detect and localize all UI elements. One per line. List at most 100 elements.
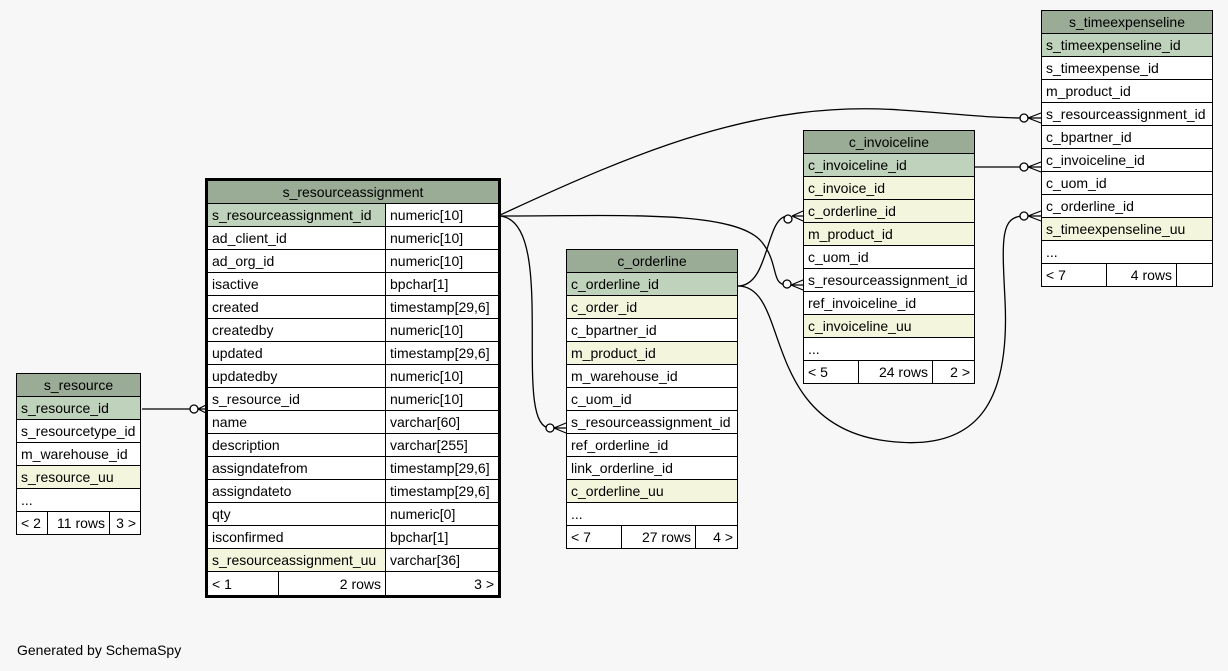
column-type: numeric[0] [385,502,499,526]
column: ref_orderline_id [566,433,738,457]
table-title[interactable]: s_timeexpenseline [1041,10,1213,34]
column: assigndatefrom [207,456,386,480]
rel-assignment-timeexpense [497,108,1025,217]
column: s_resourceassignment_id [803,268,975,292]
column: c_uom_id [566,387,738,411]
column-indexed: c_orderline_id [803,199,975,223]
column-type: numeric[10] [385,249,499,273]
column-type: timestamp[29,6] [385,341,499,365]
column-indexed: m_product_id [803,222,975,246]
table-title[interactable]: c_invoiceline [803,130,975,154]
children-link[interactable]: 2 > [932,360,975,384]
rel-end-circle [783,214,793,224]
rel-end-circle [189,404,199,414]
column-type: numeric[10] [385,203,499,227]
column: description [207,433,386,457]
parents-link[interactable]: < 7 [566,525,622,549]
generated-by-text: Generated by SchemaSpy [17,642,182,658]
column: s_resourceassignment_id [1041,102,1213,126]
column-pk: s_timeexpenseline_id [1041,33,1213,57]
column: updated [207,341,386,365]
column-indexed: c_orderline_uu [566,479,738,503]
row-count: 24 rows [858,360,933,384]
column-indexed: s_resource_uu [16,465,141,489]
column: created [207,295,386,319]
parents-link[interactable]: < 2 [16,511,48,535]
children-link[interactable]: 3 > [385,571,499,596]
rel-assignment-invoiceline [497,214,788,286]
table-s-resource[interactable]: s_resource s_resource_id s_resourcetype_… [16,373,141,535]
column-more: ... [803,337,975,361]
column: s_timeexpense_id [1041,56,1213,80]
children-link[interactable] [1176,263,1213,287]
rel-end-circle [1019,162,1029,172]
rel-orderline-timeexpense [737,215,1025,444]
column-type: numeric[10] [385,318,499,342]
column-pk: c_orderline_id [566,272,738,296]
column-more: ... [566,502,738,526]
row-count: 4 rows [1106,263,1177,287]
column: ad_client_id [207,226,386,250]
row-count: 2 rows [339,575,381,592]
crowfoot [197,403,209,415]
table-title[interactable]: c_orderline [566,249,738,273]
column: c_uom_id [1041,171,1213,195]
column-pk: c_invoiceline_id [803,153,975,177]
column: createdby [207,318,386,342]
column: isactive [207,272,386,296]
column: qty [207,502,386,526]
column-indexed: c_order_id [566,295,738,319]
table-c-orderline[interactable]: c_orderline c_orderline_id c_order_id c_… [566,249,738,549]
column-type: numeric[10] [385,226,499,250]
column-pk: s_resourceassignment_id [207,203,386,227]
row-count: 11 rows [47,511,110,535]
rel-end-circle [1019,113,1029,123]
column-type: bpchar[1] [385,272,499,296]
column-type: numeric[10] [385,387,499,411]
column: m_warehouse_id [16,442,141,466]
column: name [207,410,386,434]
rel-end-circle [545,423,555,433]
column: m_warehouse_id [566,364,738,388]
table-title[interactable]: s_resource [16,373,141,397]
column: s_resourceassignment_id [566,410,738,434]
parents-link[interactable]: < 5 [803,360,859,384]
column-type: numeric[10] [385,364,499,388]
crowfoot [1027,112,1042,124]
column: c_uom_id [803,245,975,269]
column-indexed: c_invoiceline_uu [803,314,975,338]
children-link[interactable]: 4 > [695,525,738,549]
column: c_orderline_id [1041,194,1213,218]
parents-link[interactable]: < 7 [1041,263,1107,287]
column: updatedby [207,364,386,388]
crowfoot [1027,161,1042,173]
column-type: varchar[36] [385,548,499,572]
column-indexed: s_resourceassignment_uu [207,548,386,572]
table-c-invoiceline[interactable]: c_invoiceline c_invoiceline_id c_invoice… [803,130,975,384]
children-link[interactable]: 3 > [109,511,141,535]
column-more: ... [1041,240,1213,264]
footer-left-cell: < 1 2 rows [207,571,386,596]
column-type: timestamp[29,6] [385,479,499,503]
column: s_resource_id [207,387,386,411]
column: s_resourcetype_id [16,419,141,443]
column-type: varchar[60] [385,410,499,434]
column-type: timestamp[29,6] [385,295,499,319]
table-s-timeexpenseline[interactable]: s_timeexpenseline s_timeexpenseline_id s… [1041,10,1213,287]
column: link_orderline_id [566,456,738,480]
column-indexed: s_timeexpenseline_uu [1041,217,1213,241]
table-s-resourceassignment[interactable]: s_resourceassignment s_resourceassignmen… [205,178,501,598]
column: assigndateto [207,479,386,503]
column: m_product_id [1041,79,1213,103]
rel-assignment-orderline [497,215,551,429]
column-indexed: m_product_id [566,341,738,365]
column: ad_org_id [207,249,386,273]
column-type: varchar[255] [385,433,499,457]
crowfoot [790,279,804,291]
row-count: 27 rows [621,525,696,549]
crowfoot [1027,210,1042,222]
column: c_bpartner_id [566,318,738,342]
parents-link[interactable]: < 1 [208,572,279,595]
table-title[interactable]: s_resourceassignment [207,180,499,204]
